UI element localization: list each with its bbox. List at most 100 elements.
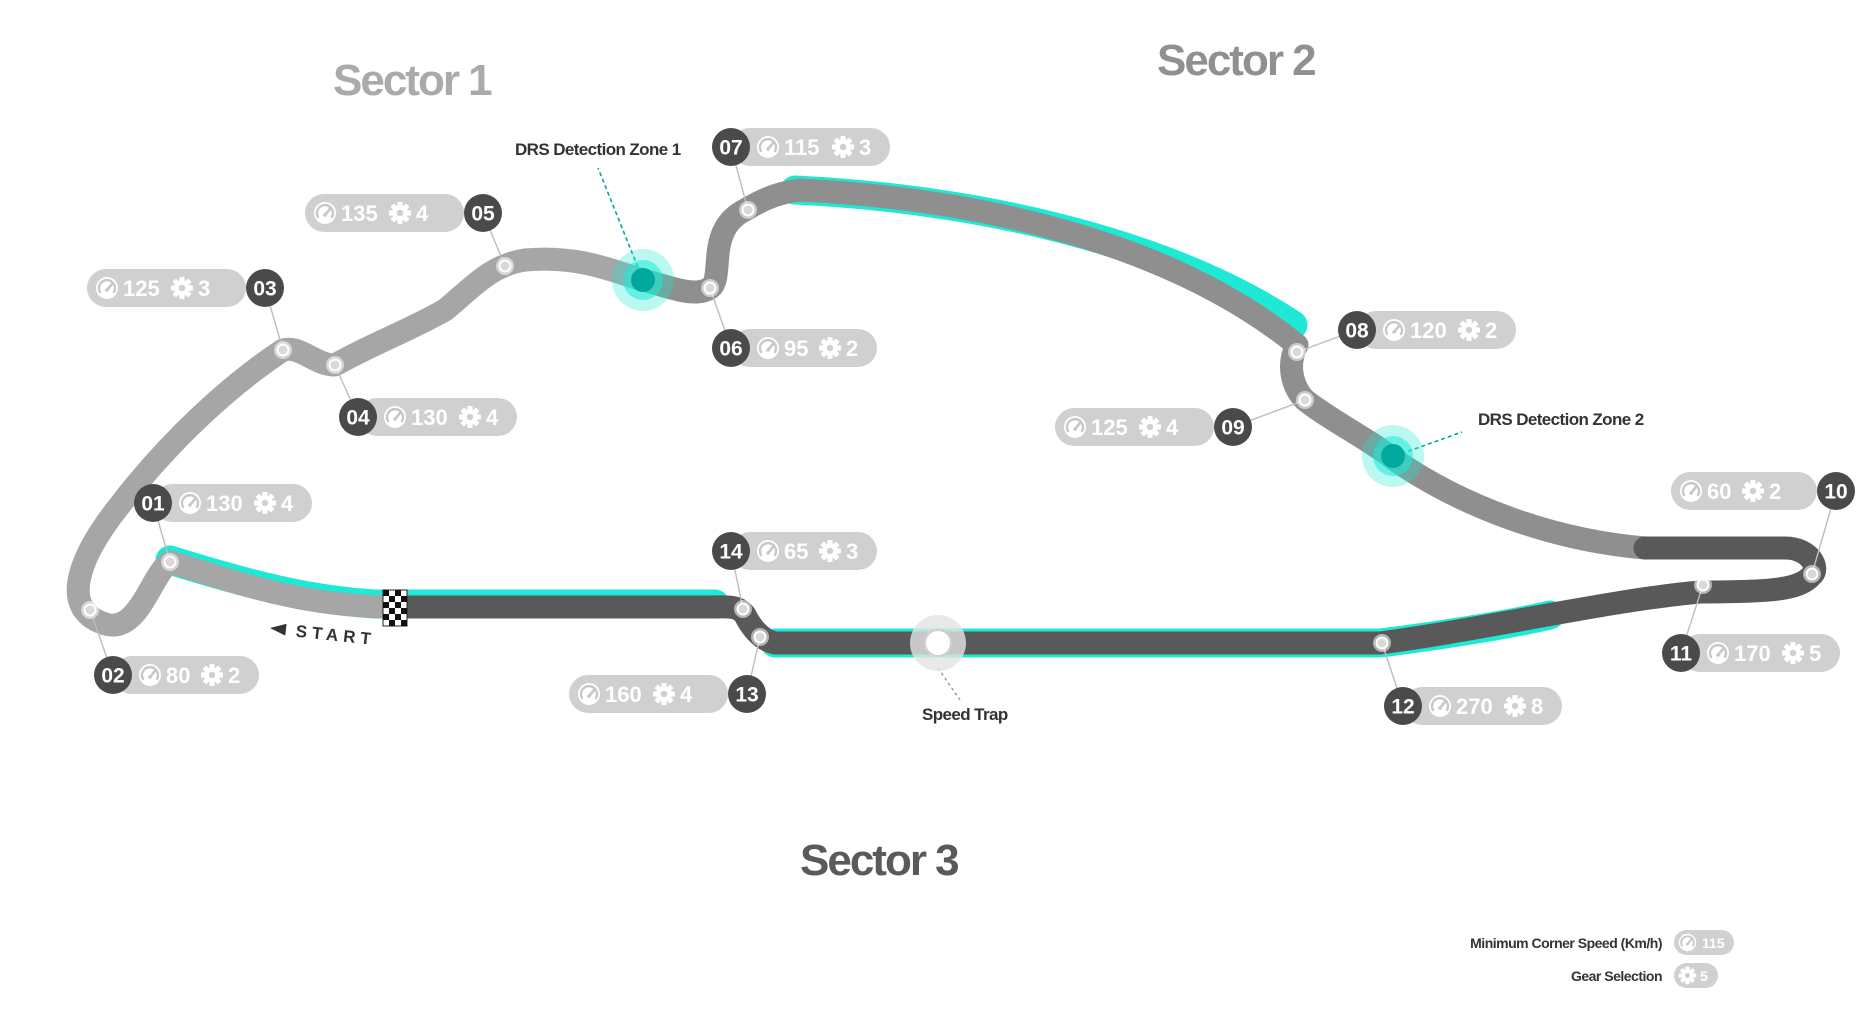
corner-min-speed: 130 (411, 405, 448, 430)
gear-icon (819, 540, 841, 562)
speedometer-icon (756, 539, 780, 563)
corner-number: 06 (719, 338, 742, 361)
corner-marker (498, 259, 512, 273)
corner-number-badge (464, 194, 502, 232)
corner-gear: 5 (1809, 641, 1821, 666)
corner-number-badge (1384, 687, 1422, 725)
track-sector-1 (66, 247, 655, 637)
corner-min-speed: 160 (605, 682, 642, 707)
corner-gear: 2 (846, 336, 858, 361)
corner-gear: 4 (680, 682, 693, 707)
corner-marker (753, 630, 767, 644)
gear-icon (1458, 319, 1480, 341)
corner-number-badge (1662, 634, 1700, 672)
gear-icon (1139, 416, 1161, 438)
start-label: START (270, 622, 377, 649)
legend-speed-example: 115 (1702, 935, 1725, 951)
speedometer-icon (383, 405, 407, 429)
corner-marker (163, 555, 177, 569)
corner-gear: 2 (1485, 318, 1497, 343)
gear-icon (653, 683, 675, 705)
corner-gear: 3 (198, 276, 210, 301)
start-arrow-icon (270, 623, 287, 636)
corner-min-speed: 130 (206, 491, 243, 516)
corner-number-badge (728, 675, 766, 713)
corner-marker (703, 281, 717, 295)
corner-marker (328, 358, 342, 372)
corner-gear: 4 (486, 405, 499, 430)
corner-number: 02 (101, 665, 124, 688)
corner-marker (1290, 345, 1304, 359)
corner-number-badge (1214, 408, 1252, 446)
corner-info-pill (305, 194, 464, 232)
corner-number: 07 (719, 137, 742, 160)
corner-marker (1298, 393, 1312, 407)
gear-icon (1678, 966, 1697, 985)
corner-marker (1375, 636, 1389, 650)
speedometer-icon (1428, 694, 1452, 718)
corner-info-pill (1055, 408, 1214, 446)
corner-number: 03 (253, 278, 276, 301)
speedometer-icon (178, 491, 202, 515)
corner-11: 170 5 11 (1662, 576, 1840, 672)
corner-marker (276, 343, 290, 357)
legend-gear-example: 5 (1700, 968, 1708, 984)
corner-min-speed: 270 (1456, 694, 1493, 719)
corner-number: 08 (1345, 320, 1369, 343)
corner-min-speed: 120 (1410, 318, 1447, 343)
corner-gear: 4 (1166, 415, 1179, 440)
checkered-flag-icon (382, 589, 408, 627)
speedometer-icon (138, 663, 162, 687)
gear-icon (1504, 695, 1526, 717)
speedometer-icon (1063, 415, 1087, 439)
corner-gear: 2 (228, 663, 240, 688)
corner-06: 95 2 06 (701, 279, 877, 367)
corner-number-badge (246, 269, 284, 307)
corner-marker (736, 602, 750, 616)
corner-min-speed: 125 (1091, 415, 1128, 440)
corner-min-speed: 60 (1707, 479, 1731, 504)
gear-icon (201, 664, 223, 686)
speed-trap: Speed Trap (910, 615, 1008, 724)
corner-min-speed: 80 (166, 663, 190, 688)
corner-number-badge (712, 532, 750, 570)
corner-08: 120 2 08 (1288, 311, 1516, 361)
speedometer-icon (313, 201, 337, 225)
drs-zone-2-label: DRS Detection Zone 2 (1478, 410, 1644, 429)
corner-number: 13 (735, 684, 758, 707)
speed-trap-label: Speed Trap (922, 705, 1008, 724)
speedometer-icon (95, 276, 119, 300)
corner-gear: 4 (281, 491, 294, 516)
gear-icon (389, 202, 411, 224)
corner-number-badge (94, 656, 132, 694)
gear-icon (1782, 642, 1804, 664)
drs-zone-1-label: DRS Detection Zone 1 (515, 140, 681, 159)
speedometer-icon (1382, 318, 1406, 342)
gear-icon (459, 406, 481, 428)
corner-gear: 8 (1531, 694, 1543, 719)
corner-number-badge (712, 128, 750, 166)
corner-marker (741, 203, 755, 217)
corner-info-pill (569, 675, 728, 713)
corner-02: 80 2 02 (81, 601, 259, 694)
corner-min-speed: 95 (784, 336, 808, 361)
gear-icon (819, 337, 841, 359)
legend: Minimum Corner Speed (Km/h) 115 Gear Sel… (1470, 930, 1734, 988)
corner-min-speed: 65 (784, 539, 808, 564)
speedometer-icon (1679, 479, 1703, 503)
speedometer-icon (756, 135, 780, 159)
corner-min-speed: 170 (1734, 641, 1771, 666)
speedometer-icon (1706, 641, 1730, 665)
speedometer-icon (756, 336, 780, 360)
legend-gear-label: Gear Selection (1571, 968, 1662, 984)
corner-number: 11 (1670, 643, 1693, 666)
speedometer-icon (1678, 933, 1697, 952)
